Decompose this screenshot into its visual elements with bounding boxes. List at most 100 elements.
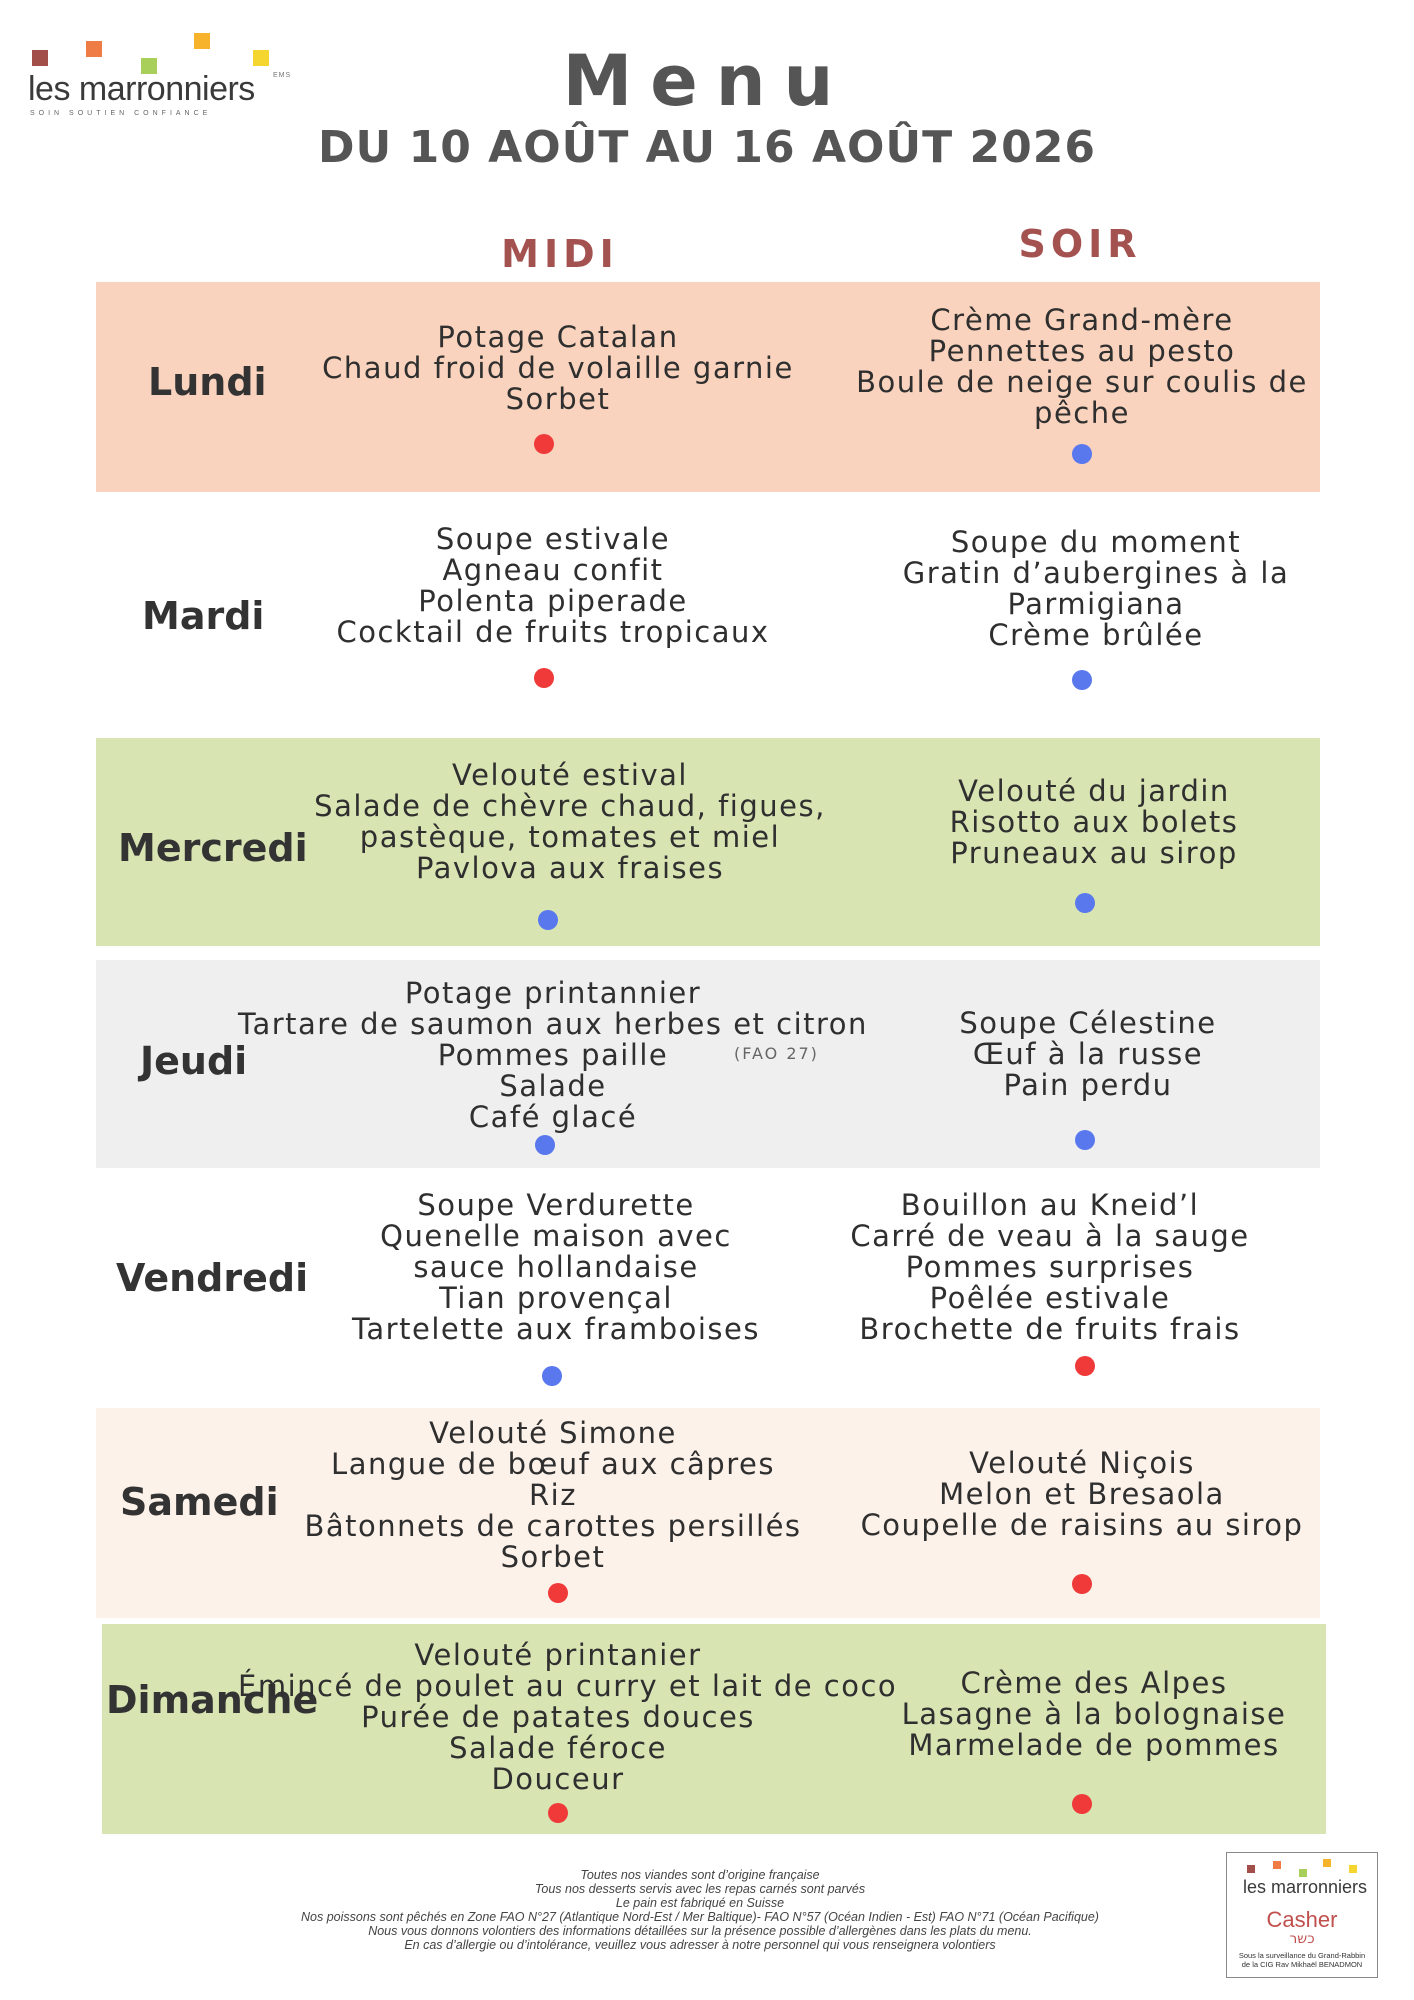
menu-dish: Pruneaux au sirop xyxy=(950,836,1238,870)
day-row-jeudi xyxy=(96,960,1320,1168)
menu-dish: Lasagne à la bolognaise xyxy=(901,1697,1287,1731)
logo-square-icon xyxy=(1247,1865,1255,1873)
menu-dish: Cocktail de fruits tropicaux xyxy=(336,615,770,649)
menu-dish: Café glacé xyxy=(468,1100,638,1134)
menu-dish: Agneau confit xyxy=(442,553,664,587)
red-dot-icon xyxy=(548,1803,568,1823)
red-dot-icon xyxy=(1072,1574,1092,1594)
logo-square-icon xyxy=(141,58,157,74)
day-row-mardi xyxy=(96,492,1320,738)
day-row-lundi xyxy=(96,282,1320,492)
menu-dish: Soupe estivale xyxy=(435,522,671,556)
menu-dish: Polenta piperade xyxy=(418,584,688,618)
logo-square-icon xyxy=(1299,1869,1307,1877)
menu-dish: Carré de veau à la sauge xyxy=(850,1219,1250,1253)
day-label: Lundi xyxy=(148,360,267,404)
blue-dot-icon xyxy=(535,1135,555,1155)
footer-line: Toutes nos viandes sont d’origine frança… xyxy=(580,1868,820,1882)
column-heading-midi: MIDI xyxy=(501,232,619,276)
casher-supervision-line: Sous la surveillance du Grand-Rabbin xyxy=(1238,1951,1366,1960)
logo-square-icon xyxy=(32,50,48,66)
menu-dish: Soupe du moment xyxy=(950,525,1242,559)
page-subtitle: DU 10 AOÛT AU 16 AOÛT 2026 xyxy=(318,122,1096,173)
day-row-samedi xyxy=(96,1408,1320,1618)
menu-dish: Sorbet xyxy=(500,1540,606,1574)
menu-dish: Potage printannier xyxy=(404,976,702,1010)
menu-dish: Chaud froid de volaille garnie xyxy=(322,351,794,385)
day-label: Dimanche xyxy=(106,1678,319,1722)
menu-dish: Pain perdu xyxy=(1003,1068,1173,1102)
menu-dish: Pommes paille xyxy=(437,1038,669,1072)
casher-supervision: Sous la surveillance du Grand-Rabbin de … xyxy=(1227,1951,1377,1969)
casher-label: Casher xyxy=(1266,1907,1338,1932)
logo-name: les marronniers xyxy=(28,70,255,108)
day-label: Mardi xyxy=(142,594,265,638)
red-dot-icon xyxy=(534,434,554,454)
menu-dish: Brochette de fruits frais xyxy=(859,1312,1241,1346)
menu-dish: Pommes surprises xyxy=(905,1250,1195,1284)
footer-line: Tous nos desserts servis avec les repas … xyxy=(534,1882,866,1896)
column-heading-soir: SOIR xyxy=(1018,222,1142,266)
menu-dish: Parmigiana xyxy=(1007,587,1185,621)
blue-dot-icon xyxy=(1075,1130,1095,1150)
menu-dish: Coupelle de raisins au sirop xyxy=(860,1508,1304,1542)
menu-dish: Œuf à la russe xyxy=(972,1037,1204,1071)
menu-dish: Douceur xyxy=(491,1762,625,1796)
menu-dish: Velouté du jardin xyxy=(958,774,1230,808)
casher-logo-name: les marronniers xyxy=(1243,1877,1368,1897)
menu-dish: Riz xyxy=(529,1478,577,1512)
menu-dish: Pennettes au pesto xyxy=(928,334,1236,368)
casher-badge: les marronniers Casher כשר Sous la surve… xyxy=(1226,1852,1378,1978)
casher-hebrew: כשר xyxy=(1289,1931,1315,1947)
logo-square-icon xyxy=(1323,1859,1331,1867)
day-label: Jeudi xyxy=(140,1039,248,1083)
red-dot-icon xyxy=(548,1583,568,1603)
footer-line: Nous vous donnons volontiers des informa… xyxy=(368,1924,1032,1938)
logo-square-icon xyxy=(1349,1865,1357,1873)
menu-dish: Tartare de saumon aux herbes et citron xyxy=(238,1007,868,1041)
logo: les marronniers EMS SOIN SOUTIEN CONFIAN… xyxy=(26,28,290,118)
menu-dish: Velouté Niçois xyxy=(969,1446,1195,1480)
menu-dish: Boule de neige sur coulis de xyxy=(856,365,1308,399)
menu-dish: Crème brûlée xyxy=(988,618,1204,652)
day-row-dimanche xyxy=(102,1624,1326,1834)
menu-dish: Bâtonnets de carottes persillés xyxy=(304,1509,802,1543)
menu-dish: pastèque, tomates et miel xyxy=(359,820,781,854)
menu-dish: Gratin d’aubergines à la xyxy=(902,556,1290,590)
menu-dish: Langue de bœuf aux câpres xyxy=(331,1447,775,1481)
page-title: Menu xyxy=(562,40,852,122)
menu-dish: Crème des Alpes xyxy=(960,1666,1228,1700)
menu-dish: Marmelade de pommes xyxy=(908,1728,1280,1762)
red-dot-icon xyxy=(1072,1794,1092,1814)
blue-dot-icon xyxy=(1075,893,1095,913)
menu-dish: Purée de patates douces xyxy=(361,1700,755,1734)
day-row-vendredi xyxy=(96,1168,1320,1408)
logo-tagline: SOIN SOUTIEN CONFIANCE xyxy=(30,110,212,117)
menu-dish: Velouté printanier xyxy=(414,1638,702,1672)
blue-dot-icon xyxy=(1072,670,1092,690)
menu-dish: Salade xyxy=(499,1069,607,1103)
fao-note: (FAO 27) xyxy=(734,1044,819,1063)
menu-dish: Tartelette aux framboises xyxy=(352,1312,760,1346)
blue-dot-icon xyxy=(542,1366,562,1386)
menu-dish: Salade de chèvre chaud, figues, xyxy=(314,789,826,823)
menu-dish: sauce hollandaise xyxy=(413,1250,699,1284)
menu-dish: Melon et Bresaola xyxy=(939,1477,1225,1511)
logo-square-icon xyxy=(253,50,269,66)
menu-dish: Sorbet xyxy=(505,382,611,416)
menu-dish: Poêlée estivale xyxy=(929,1281,1171,1315)
menu-dish: Risotto aux bolets xyxy=(949,805,1239,839)
menu-dish: Bouillon au Kneid’l xyxy=(900,1188,1200,1222)
menu-dish: Tian provençal xyxy=(439,1281,673,1315)
red-dot-icon xyxy=(534,668,554,688)
red-dot-icon xyxy=(1075,1356,1095,1376)
